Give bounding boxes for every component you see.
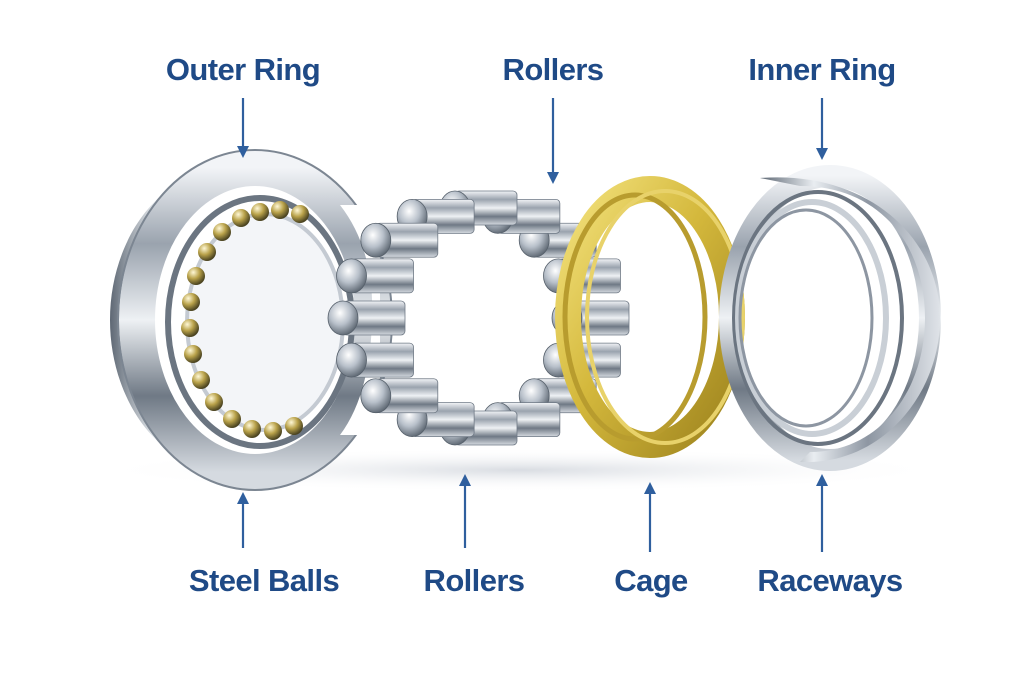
arrow-rollers-top — [547, 98, 559, 184]
roller-end — [336, 342, 367, 378]
arrow-rollers-bottom — [459, 474, 471, 548]
roller-end — [360, 378, 392, 414]
label-steel-balls: Steel Balls — [188, 563, 340, 598]
steel-balls — [181, 201, 309, 440]
roller-end — [327, 300, 359, 336]
label-outer-ring: Outer Ring — [165, 52, 321, 87]
arrow-inner-ring — [816, 98, 828, 160]
arrow-raceways — [816, 474, 828, 552]
roller-end — [360, 222, 392, 258]
arrows — [237, 98, 828, 552]
inner-ring — [719, 165, 941, 471]
label-rollers-top: Rollers — [502, 52, 605, 87]
arrow-outer-ring — [237, 98, 249, 158]
label-raceways: Raceways — [757, 563, 903, 598]
label-cage: Cage — [614, 563, 688, 598]
roller-end — [336, 258, 367, 294]
label-rollers-bottom: Rollers — [423, 563, 526, 598]
label-inner-ring: Inner Ring — [748, 52, 896, 87]
arrow-steel-balls — [237, 492, 249, 548]
arrow-cage — [644, 482, 656, 552]
